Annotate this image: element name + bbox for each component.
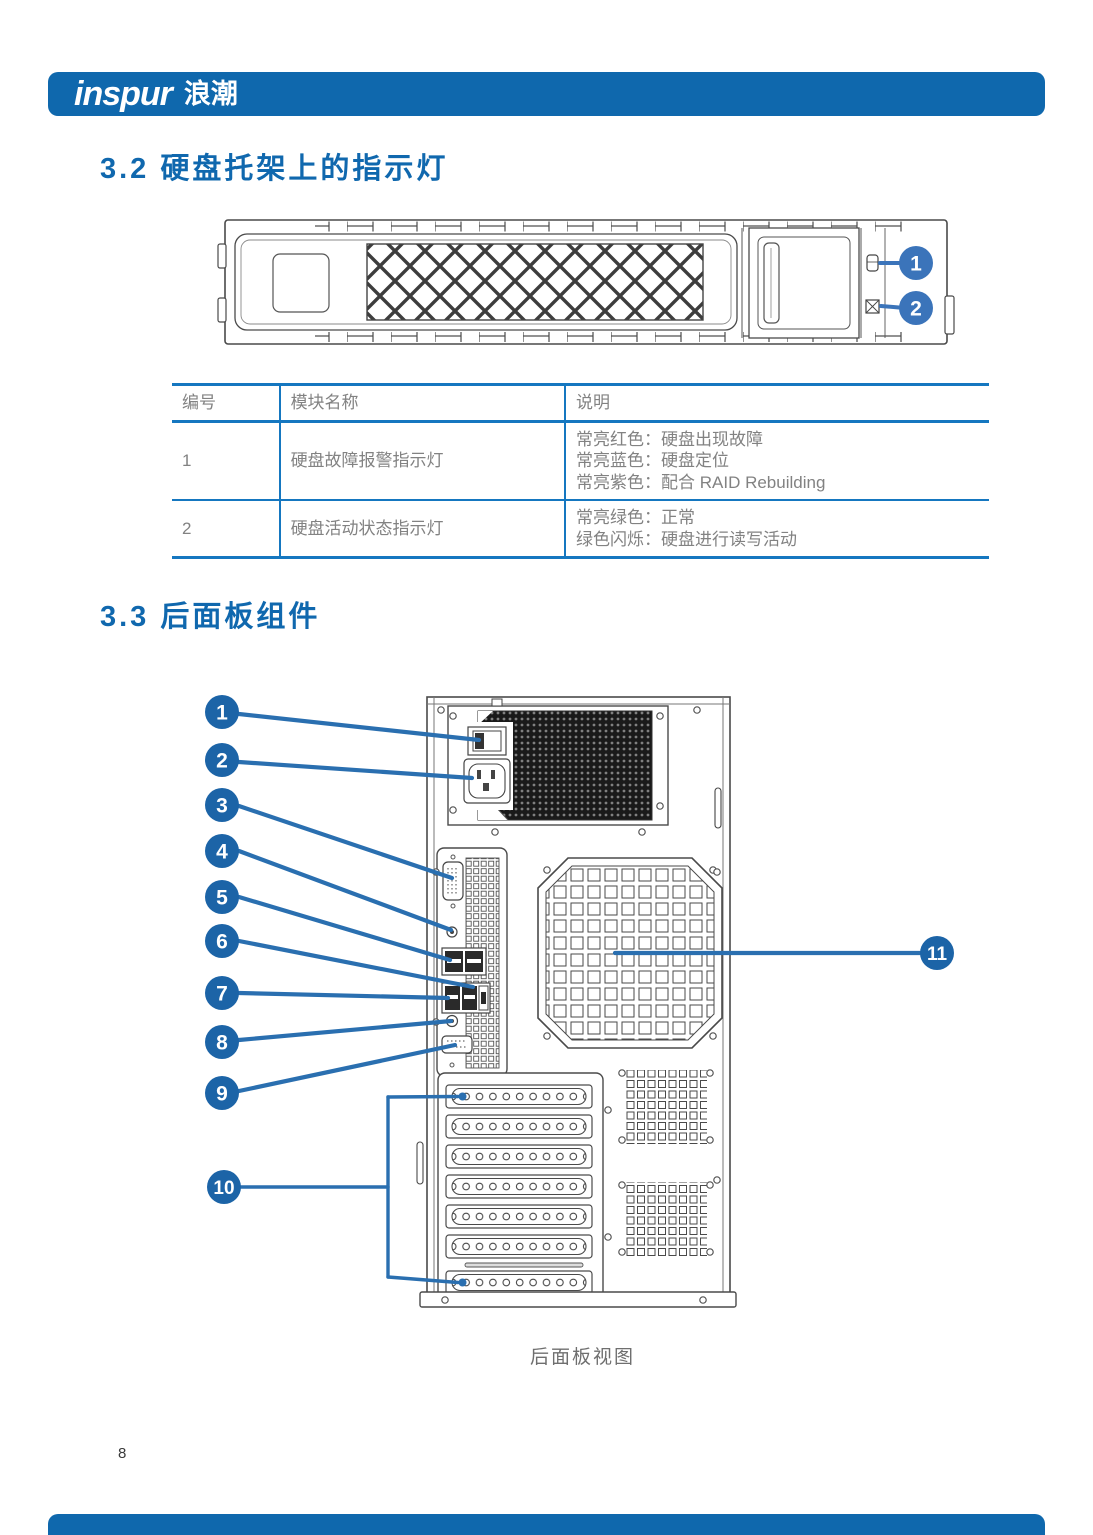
figure-caption: 后面板视图 xyxy=(529,1347,635,1368)
row2-desc: 常亮绿色：正常 绿色闪烁：硬盘进行读写活动 xyxy=(564,500,989,558)
vga-port xyxy=(442,854,464,909)
svg-text:5: 5 xyxy=(216,887,228,910)
col-header-number: 编号 xyxy=(182,393,216,412)
row1-desc-line3: 常亮紫色：配合 RAID Rebuilding xyxy=(576,472,826,492)
table-header-row: 编号 模块名称 说明 xyxy=(172,384,989,421)
table-row: 2 硬盘活动状态指示灯 常亮绿色：正常 绿色闪烁：硬盘进行读写活动 xyxy=(172,500,989,558)
rear-vent-lower xyxy=(618,1181,714,1256)
tray-callout-2: 2 xyxy=(899,291,933,325)
row1-desc-line2: 常亮蓝色：硬盘定位 xyxy=(576,451,730,470)
row1-desc-line1: 常亮红色：硬盘出现故障 xyxy=(576,429,764,449)
col-header-module: 模块名称 xyxy=(278,384,566,421)
row2-desc-line1: 常亮绿色：正常 xyxy=(576,508,696,527)
svg-text:3: 3 xyxy=(216,795,228,818)
rear-panel-drawing: 1 2 3 4 5 6 7 8 9 10 11 xyxy=(205,695,954,1308)
row1-module: 硬盘故障报警指示灯 xyxy=(278,421,566,500)
fault-led-icon xyxy=(866,254,879,272)
row2-desc-line2: 绿色闪烁：硬盘进行读写活动 xyxy=(576,529,798,549)
io-panel xyxy=(436,847,508,1077)
ac-power-inlet xyxy=(463,758,511,804)
svg-text:1: 1 xyxy=(216,702,228,725)
col-header-desc: 说明 xyxy=(564,384,989,421)
led-indicator-table: 编号 模块名称 说明 1 硬盘故障报警指示灯 常亮红色：硬盘出现故障 常亮蓝色：… xyxy=(172,383,989,559)
activity-led-icon xyxy=(865,299,880,314)
svg-text:4: 4 xyxy=(216,841,228,864)
section-title-3-3: 3.3 后面板组件 xyxy=(100,601,321,633)
svg-text:6: 6 xyxy=(216,931,228,954)
page-number: 8 xyxy=(118,1445,127,1462)
rear-callouts: 1 2 3 4 5 6 7 8 9 10 11 xyxy=(205,695,954,1204)
row2-number: 2 xyxy=(182,518,192,538)
svg-text:9: 9 xyxy=(216,1083,228,1106)
svg-text:7: 7 xyxy=(216,983,228,1006)
power-supply-unit xyxy=(447,698,669,836)
svg-text:2: 2 xyxy=(216,750,228,773)
tray-callout-1: 1 xyxy=(899,246,933,280)
row2-module: 硬盘活动状态指示灯 xyxy=(278,500,566,558)
row1-desc: 常亮红色：硬盘出现故障 常亮蓝色：硬盘定位 常亮紫色：配合 RAID Rebui… xyxy=(564,421,989,500)
svg-text:10: 10 xyxy=(213,1178,234,1199)
svg-text:8: 8 xyxy=(216,1032,228,1055)
svg-text:1: 1 xyxy=(910,253,922,276)
svg-text:11: 11 xyxy=(927,944,948,965)
inspur-logo: inspur xyxy=(74,75,173,113)
usb-lan-ports xyxy=(441,982,491,1014)
rear-vent-upper xyxy=(618,1069,714,1144)
rear-panel-figure: 1 2 3 4 5 6 7 8 9 10 11 xyxy=(195,680,970,1320)
expansion-slots xyxy=(437,1072,612,1300)
row1-number: 1 xyxy=(182,451,192,470)
table-row: 1 硬盘故障报警指示灯 常亮红色：硬盘出现故障 常亮蓝色：硬盘定位 常亮紫色：配… xyxy=(172,421,989,500)
section-title-3-2: 3.2 硬盘托架上的指示灯 xyxy=(100,153,449,185)
drive-tray-figure: 1 2 xyxy=(215,206,955,358)
drive-tray-drawing: 1 2 xyxy=(217,219,955,345)
header-brand-bar: inspur 浪潮 xyxy=(48,72,1045,116)
svg-text:2: 2 xyxy=(910,298,922,321)
inspur-logo-cn: 浪潮 xyxy=(183,78,238,109)
usb-ports-top xyxy=(441,947,487,976)
callout-leader-lines xyxy=(236,711,923,1285)
footer-brand-bar xyxy=(48,1514,1045,1535)
